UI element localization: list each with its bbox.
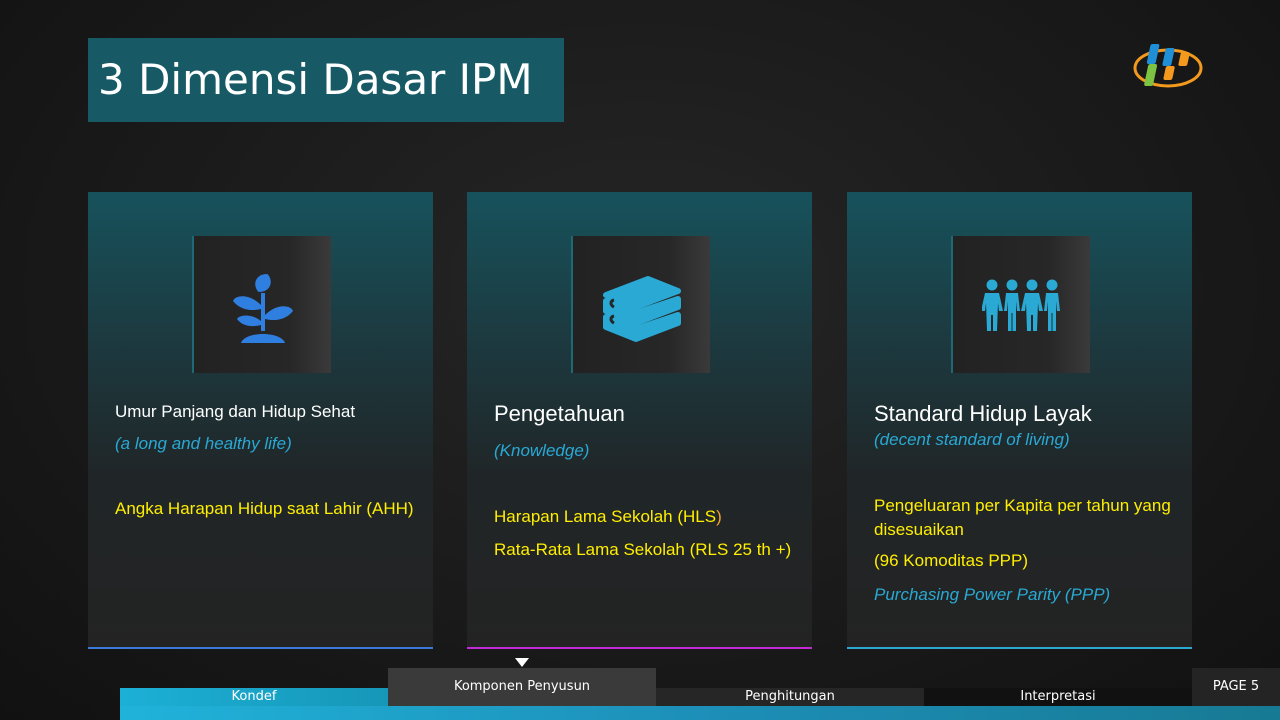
card-subheading: (decent standard of living) xyxy=(874,430,1070,449)
card-heading: Umur Panjang dan Hidup Sehat xyxy=(115,402,356,421)
card-indicator-1: Pengeluaran per Kapita per tahun yang di… xyxy=(874,496,1171,539)
nav-tab-komponen-penyusun[interactable]: Komponen Penyusun xyxy=(388,668,656,706)
people-icon xyxy=(981,279,1060,331)
card-subheading: (a long and healthy life) xyxy=(115,434,292,453)
card-indicator-1: Harapan Lama Sekolah (HLS) xyxy=(494,507,722,526)
card-living-standard: Standard Hidup Layak (decent standard of… xyxy=(847,192,1192,649)
plant-icon xyxy=(232,273,293,343)
nav-strip xyxy=(120,706,1280,720)
card-indicator: Angka Harapan Hidup saat Lahir (AHH) xyxy=(115,499,414,518)
card-heading: Standard Hidup Layak xyxy=(874,401,1092,426)
nav-tab-penghitungan[interactable]: Penghitungan xyxy=(656,688,924,706)
card-indicator-2: (96 Komoditas PPP) xyxy=(874,551,1029,570)
nav-tab-kondef[interactable]: Kondef xyxy=(120,688,388,706)
card-indicator-3: Purchasing Power Parity (PPP) xyxy=(874,585,1111,604)
card-heading: Pengetahuan xyxy=(494,401,625,426)
nav-tab-interpretasi[interactable]: Interpretasi xyxy=(924,688,1192,706)
card-subheading: (Knowledge) xyxy=(494,441,590,460)
nav-pointer-icon xyxy=(515,658,529,667)
slide-title: 3 Dimensi Dasar IPM xyxy=(88,38,564,122)
card-knowledge: Pengetahuan (Knowledge) Harapan Lama Sek… xyxy=(467,192,812,649)
bps-logo-icon xyxy=(1132,38,1204,96)
icon-tile xyxy=(192,236,331,373)
books-icon xyxy=(602,275,681,342)
icon-tile xyxy=(571,236,710,373)
page-number: PAGE 5 xyxy=(1192,668,1280,706)
icon-tile xyxy=(951,236,1090,373)
card-indicator-2: Rata-Rata Lama Sekolah (RLS 25 th +) xyxy=(494,540,792,559)
card-health: Umur Panjang dan Hidup Sehat (a long and… xyxy=(88,192,433,649)
